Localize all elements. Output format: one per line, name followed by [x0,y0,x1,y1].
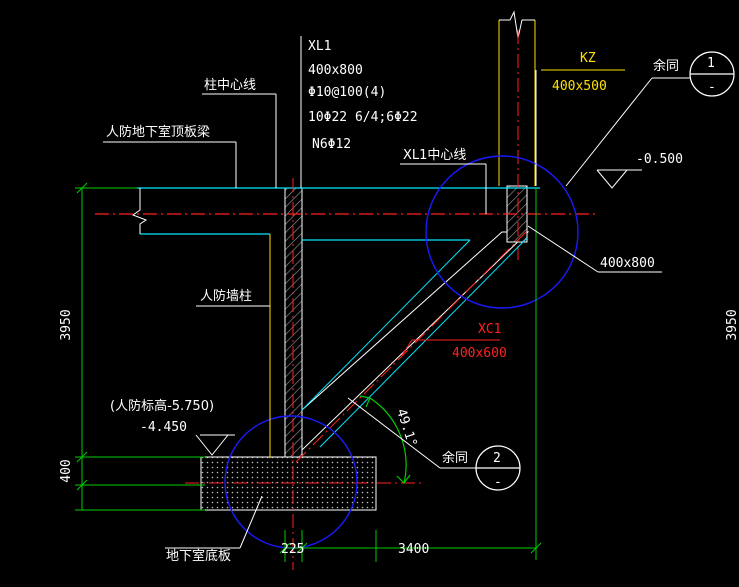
detail-2-number: 2 [493,451,501,466]
circle-top-right [425,155,579,309]
wall-column-label: 人防墙柱 [200,288,252,304]
dim-225: 225 [281,542,304,557]
xc1-strut [301,231,530,452]
dim-3950-right: 3950 [725,309,739,340]
xl1-center-label: XL1中心线 [403,148,466,163]
leader-lines [103,36,690,549]
detail-1-sub: - [708,80,716,95]
angle-arrow-bottom [396,474,411,484]
xl1-name-label: XL1 [308,39,331,54]
elevation-civil-label: (人防标高-5.750) [110,398,214,414]
break-symbol-left [131,188,148,234]
kz-break-symbol [499,10,535,39]
dim-400: 400 [59,459,74,482]
roof-beam-label: 人防地下室顶板梁 [106,124,210,140]
column-center-label: 柱中心线 [204,78,256,93]
xl1-main-bar-label: 10Φ22 6/4;6Φ22 [308,110,418,125]
xc1-name-label: XC1 [478,322,501,337]
roof-beam-lines [95,30,595,570]
elevation-top-label: -0.500 [636,152,683,167]
detail-2-sub: - [494,475,502,490]
xl1-stirrup-label: Φ10@100(4) [308,85,386,100]
dimension-lines [75,182,542,562]
kz-size-label: 400x500 [552,79,607,94]
elevation-bottom-label: -4.450 [140,420,187,435]
xc1-size-label: 400x600 [452,346,507,361]
detail-1-number: 1 [707,56,715,71]
xl1-waist-bar-label: N6Φ12 [312,137,351,152]
beam-size-right-label: 400x800 [600,256,655,271]
base-slab-label: 地下室底板 [166,548,231,564]
angle-arc [369,397,407,484]
dim-3950-left: 3950 [59,309,74,340]
yutong-2-label: 余同 [442,450,468,466]
dim-3400: 3400 [398,542,429,557]
yutong-1-label: 余同 [653,58,679,74]
kz-name-label: KZ [580,51,596,66]
xl1-size-label: 400x800 [308,63,363,78]
angle-arrow-top [359,395,371,408]
